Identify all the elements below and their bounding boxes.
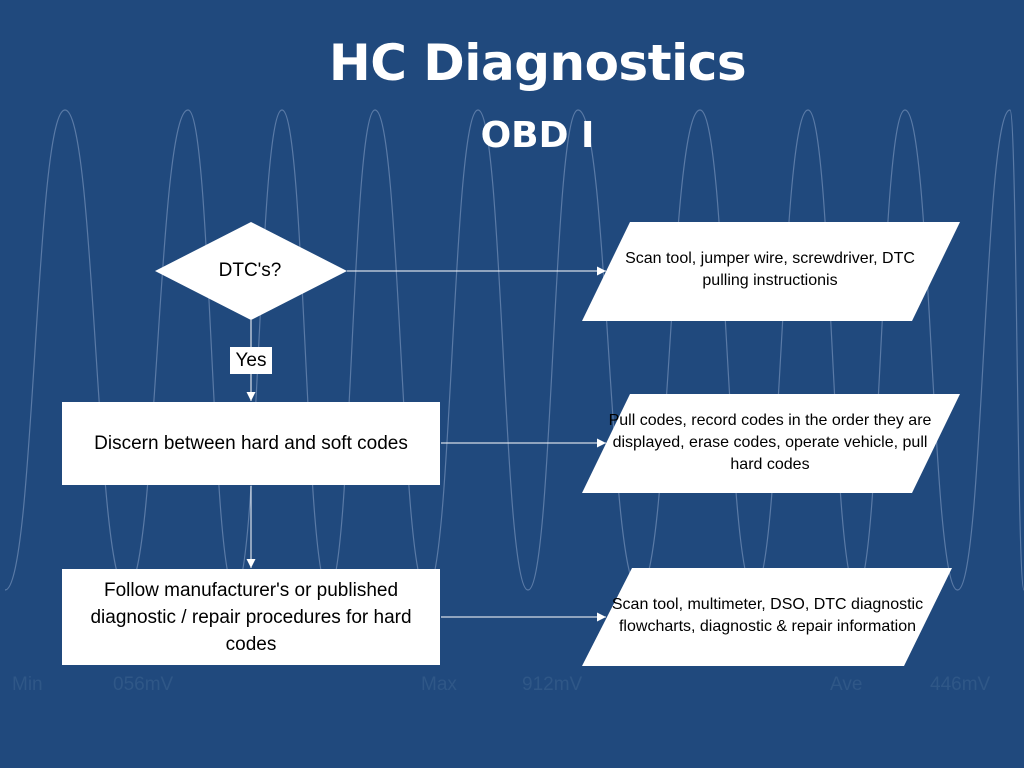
process-box-discern-label: Discern between hard and soft codes (94, 433, 408, 454)
input-2-label: Pull codes, record codes in the order th… (608, 412, 932, 473)
readout-max-label: Max (421, 674, 457, 695)
process-box-discern: Discern between hard and soft codes (62, 402, 440, 485)
input-1-label: Scan tool, jumper wire, screwdriver, DTC… (625, 250, 915, 289)
input-parallelogram-1 (582, 222, 960, 321)
readout-min-value: 056mV (113, 674, 174, 695)
page-subtitle: OBD I (480, 115, 595, 156)
decision-label: DTC's? (218, 260, 282, 281)
process-box-follow-label: Follow manufacturer's or published diagn… (90, 579, 412, 655)
readout-ave-value: 446mV (930, 674, 991, 695)
decision-diamond (155, 222, 347, 320)
yes-branch-label: Yes (230, 347, 272, 374)
readout-max-value: 912mV (522, 674, 583, 695)
readout-min-label: Min (12, 674, 43, 695)
input-3-label: Scan tool, multimeter, DSO, DTC diagnost… (611, 596, 924, 635)
input-parallelogram-3 (582, 568, 952, 666)
input-parallelogram-2 (582, 394, 960, 493)
readout-ave-label: Ave (830, 674, 863, 695)
process-box-follow-procedures: Follow manufacturer's or published diagn… (62, 569, 440, 665)
page-title: HC Diagnostics (328, 34, 747, 92)
